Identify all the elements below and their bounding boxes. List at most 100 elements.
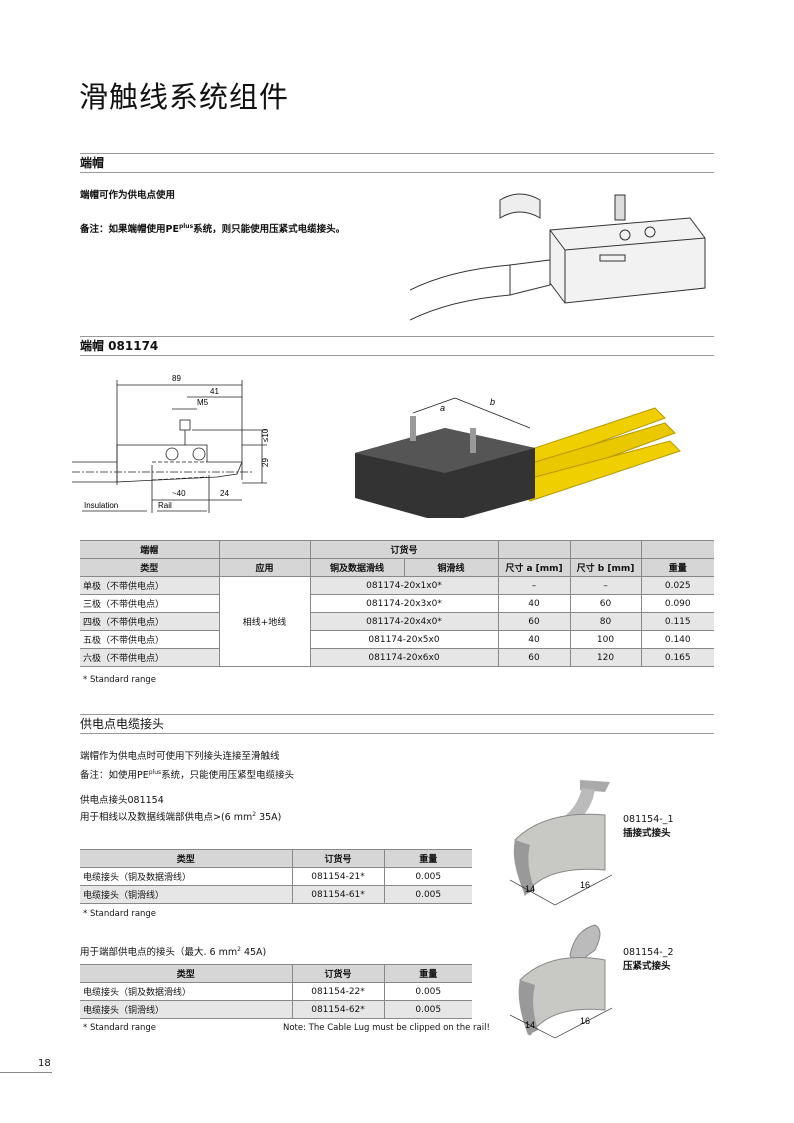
note-text: 系统，只能使用压紧型电缆接头 [161,770,295,782]
end-cap-photo: a b [355,397,681,518]
cell-type: 单极（不带供电点） [80,576,220,595]
dim-29: 29 [261,458,270,467]
cell-weight: 0.025 [641,576,714,595]
header-cell: 铜及数据滑线 [310,558,405,577]
sub-heading: 供电点接头081154 [80,795,164,806]
cell-weight: 0.140 [664,634,691,645]
dim-40: ~40 [172,489,186,498]
header-cell: 重量 [384,849,472,868]
table-row: 电缆接头（铜滑线）081154-61*0.005 [80,885,472,904]
text: 用于相线以及数据线端部供电点>(6 mm [80,812,253,824]
dim-b: b [490,397,495,407]
header-cell [641,540,714,559]
cell-application: 相线+地线 [219,576,311,667]
dimension-drawing: 89 41 M5 ≤10 29 ~40 24 Insulation Rail [72,374,270,513]
page-title: 滑触线系统组件 [79,80,290,114]
header-cell: 类型 [80,849,293,868]
cell-type: 电缆接头（铜滑线） [80,885,293,904]
table-header-row: 类型应用铜及数据滑线铜滑线尺寸 a [mm]尺寸 b [mm]重量 [80,558,714,577]
table-header-row: 类型订货号重量 [80,964,472,983]
table-row: 电缆接头（铜及数据滑线）081154-22*0.005 [80,982,472,1001]
compression-lug-label: 压紧式接头 [623,961,671,972]
cell-order: 081174-20x1x0* [310,576,499,595]
cable-lug-table-2: 类型订货号重量 电缆接头（铜及数据滑线）081154-22*0.005 电缆接头… [80,964,472,1019]
cable-lug-note: 备注：如使用PEplus系统，只能使用压紧型电缆接头 [80,766,294,783]
footnote: * Standard range [83,675,157,685]
cell-type: 电缆接头（铜滑线） [80,1000,293,1019]
section-heading-cable-lug: 供电点电缆接头 [80,714,714,734]
cell-order: 081174-20x3x0* [310,594,499,613]
cell-type: 五极（不带供电点） [80,630,220,649]
footnote: * Standard range [83,1023,157,1033]
header-cell: 订货号 [310,540,499,559]
cell-b: – [570,576,642,595]
sub-description: 用于相线以及数据线端部供电点>(6 mm2 35A) [80,808,281,825]
dim-16: 16 [580,1016,590,1026]
cell-a: 60 [498,648,571,667]
plug-in-lug-label: 插接式接头 [623,828,671,839]
sup: 2 [252,811,257,818]
dim-a: a [440,403,445,413]
cell-type: 四极（不带供电点） [80,612,220,631]
dim-m5: M5 [197,398,209,407]
plug-in-lug-illustration: 14 16 [509,780,613,906]
cell-weight: 0.005 [384,885,472,904]
cell-b: 100 [570,630,642,649]
clip-note: Note: The Cable Lug must be clipped on t… [283,1023,490,1033]
cell-b: 60 [570,594,642,613]
end-cap-note: 备注：如果端帽使用PEplus系统，则只能使用压紧式电缆接头。 [80,220,345,237]
plug-in-lug-code: 081154-_1 [623,814,674,825]
cell-order: 081154-61* [292,885,385,904]
table-row: 电缆接头（铜及数据滑线）081154-21*0.005 [80,867,472,886]
section-heading-end-cap: 端帽 [80,153,714,173]
cell-a: 40 [498,594,571,613]
header-cell: 端帽 [80,540,220,559]
header-cell [498,540,571,559]
cable-lug-table-1: 类型订货号重量 电缆接头（铜及数据滑线）081154-21*0.005 电缆接头… [80,849,472,904]
table-header-row: 端帽 订货号 [80,540,714,559]
note-sup: plus [148,769,162,776]
dim-89: 89 [172,374,181,383]
section-heading-end-cap-081174: 端帽 081174 [80,336,714,356]
header-cell: 尺寸 a [mm] [498,558,571,577]
cell-order: 081154-62* [292,1000,385,1019]
note-text: 备注：如果端帽使用PE [80,224,179,236]
header-cell: 重量 [384,964,472,983]
cell-a: – [498,576,571,595]
header-cell: 订货号 [292,964,385,983]
cell-a: 40 [498,630,571,649]
cell-a: 60 [498,612,571,631]
page-number: 18 [38,1058,51,1069]
cell-order: 081174-20x6x0 [310,648,499,667]
cell-weight: 0.005 [415,986,442,997]
text: 35A) [256,812,282,824]
sub-description: 用于端部供电点的接头（最大. 6 mm2 45A) [80,943,266,960]
cable-lug-description: 端帽作为供电点时可使用下列接头连接至滑触线 [80,751,280,762]
header-cell: 应用 [219,558,311,577]
label-rail: Rail [158,501,172,510]
dim-10: ≤10 [261,428,270,442]
footnote: * Standard range [83,909,157,919]
cell-b: 80 [570,612,642,631]
end-cap-description: 端帽可作为供电点使用 [80,190,176,201]
compression-lug-illustration: 14 16 [509,924,613,1039]
cell-b: 120 [570,648,642,667]
table-header-row: 类型订货号重量 [80,849,472,868]
header-cell [570,540,642,559]
dim-41: 41 [210,387,219,396]
cell-weight: 0.090 [664,598,691,609]
cell-weight: 0.165 [641,648,714,667]
cell-type: 六极（不带供电点） [80,648,220,667]
cell-order: 081174-20x5x0 [310,630,499,649]
note-text: 备注：如使用PE [80,770,149,782]
cell-weight: 0.115 [641,612,714,631]
end-cap-table: 端帽订货号 类型应用铜及数据滑线铜滑线尺寸 a [mm]尺寸 b [mm]重量 … [80,540,714,667]
compression-lug-code: 081154-_2 [623,947,674,958]
cell-order: 081174-20x4x0* [310,612,499,631]
text: 用于端部供电点的接头（最大. 6 mm [80,947,238,959]
